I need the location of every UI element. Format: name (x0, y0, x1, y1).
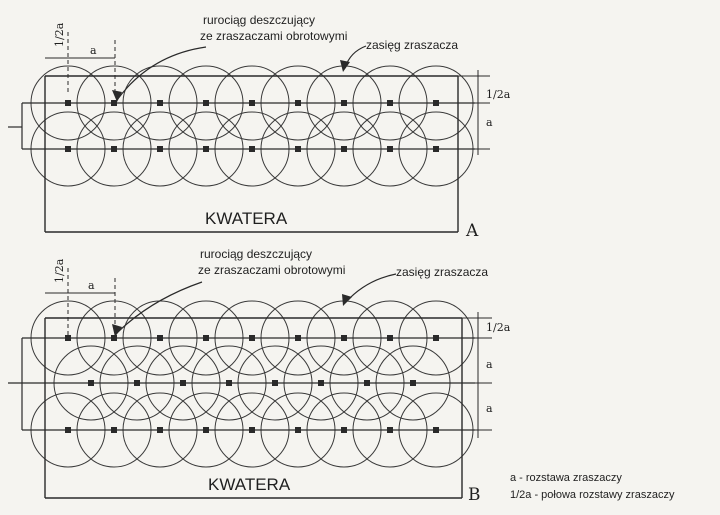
sprinkler-head (65, 100, 71, 106)
right-dim-a1-b: a (486, 358, 493, 371)
right-dim-half-b: 1/2a (486, 321, 511, 334)
sprinkler-head (410, 380, 416, 386)
sprinkler-heads-b (65, 335, 439, 433)
pipe-label-line1-b: rurociąg deszczujący (200, 247, 312, 261)
pipe-pointer-arrow-a (116, 46, 207, 101)
sprinkler-head (157, 146, 163, 152)
field-outline-a (44, 75, 459, 233)
sprinkler-head (364, 380, 370, 386)
sprinkler-head (111, 146, 117, 152)
sprinkler-head (226, 380, 232, 386)
area-label-b: KWATERA (208, 475, 291, 494)
right-dim-half-a: 1/2a (486, 88, 511, 101)
right-dim-a-a: a (486, 116, 493, 129)
sprinkler-head (433, 335, 439, 341)
dim-half-label-a: 1/2a (53, 22, 66, 47)
sprinkler-head (318, 380, 324, 386)
sprinkler-head (65, 146, 71, 152)
sprinkler-head (433, 146, 439, 152)
sprinkler-head (341, 427, 347, 433)
sprinkler-head (134, 380, 140, 386)
range-pointer-arrow-b (345, 273, 397, 303)
sprinkler-head (65, 335, 71, 341)
sprinkler-head (387, 335, 393, 341)
sprinkler-head (272, 380, 278, 386)
sprinkler-head (249, 427, 255, 433)
range-pointer-arrow-a (344, 45, 367, 69)
area-label-a: KWATERA (205, 209, 288, 228)
sprinkler-range-circles-b (30, 300, 474, 468)
right-dimension-b (462, 312, 492, 438)
pipe-pointer-arrow-b (115, 281, 203, 335)
sprinkler-head (203, 146, 209, 152)
panel-b: 1/2a a 1/2 (8, 247, 511, 505)
pipe-pointer-head-b (112, 324, 122, 337)
sprinkler-head (387, 100, 393, 106)
dim-a-label-b: a (88, 279, 95, 292)
top-dimension-a (45, 32, 116, 92)
sprinkler-head (203, 100, 209, 106)
legend-line-1: a - rozstawa zraszaczy (510, 472, 622, 484)
sprinkler-head (295, 427, 301, 433)
sprinkler-head (157, 335, 163, 341)
right-dimension-a (458, 70, 490, 155)
sprinkler-head (157, 427, 163, 433)
legend-line-2: 1/2a - połowa rozstawy zraszaczy (510, 489, 675, 501)
sprinkler-head (387, 146, 393, 152)
range-label-b: zasięg zraszacza (396, 265, 488, 279)
sprinkler-head (295, 100, 301, 106)
sprinkler-head (341, 146, 347, 152)
panel-letter-a: A (465, 221, 479, 241)
sprinkler-head (341, 335, 347, 341)
sprinkler-head (295, 146, 301, 152)
sprinkler-head (249, 335, 255, 341)
panel-letter-b: B (468, 485, 481, 505)
pipe-label-line2-b: ze zraszaczami obrotowymi (198, 263, 345, 277)
panel-a: 1/2a a (8, 13, 511, 241)
sprinkler-head (180, 380, 186, 386)
right-dim-a2-b: a (486, 402, 493, 415)
sprinkler-head (157, 100, 163, 106)
sprinkler-head (111, 427, 117, 433)
sprinkler-head (203, 335, 209, 341)
field-outline-b (44, 317, 463, 499)
pipe-label-line1-a: rurociąg deszczujący (203, 13, 315, 27)
pipe-pointer-head-a (112, 90, 122, 102)
legend: a - rozstawa zraszaczy 1/2a - połowa roz… (510, 472, 675, 501)
range-label-a: zasięg zraszacza (366, 38, 458, 52)
range-pointer-head-a (340, 60, 350, 72)
dim-half-label-b: 1/2a (53, 258, 66, 283)
sprinkler-head (295, 335, 301, 341)
sprinkler-head (203, 427, 209, 433)
sprinkler-head (249, 100, 255, 106)
pipe-label-line2-a: ze zraszaczami obrotowymi (200, 29, 347, 43)
sprinkler-head (111, 335, 117, 341)
sprinkler-range-circles-a (30, 65, 474, 187)
pipelines-b (8, 337, 475, 431)
sprinkler-head (433, 100, 439, 106)
dim-a-label-a: a (90, 44, 97, 57)
pipelines-a (8, 102, 475, 150)
sprinkler-head (88, 380, 94, 386)
sprinkler-head (433, 427, 439, 433)
sprinkler-head (65, 427, 71, 433)
sprinkler-head (341, 100, 347, 106)
sprinkler-heads-a (65, 100, 439, 152)
range-pointer-head-b (342, 294, 352, 306)
sprinkler-head (111, 100, 117, 106)
sprinkler-head (249, 146, 255, 152)
sprinkler-head (387, 427, 393, 433)
